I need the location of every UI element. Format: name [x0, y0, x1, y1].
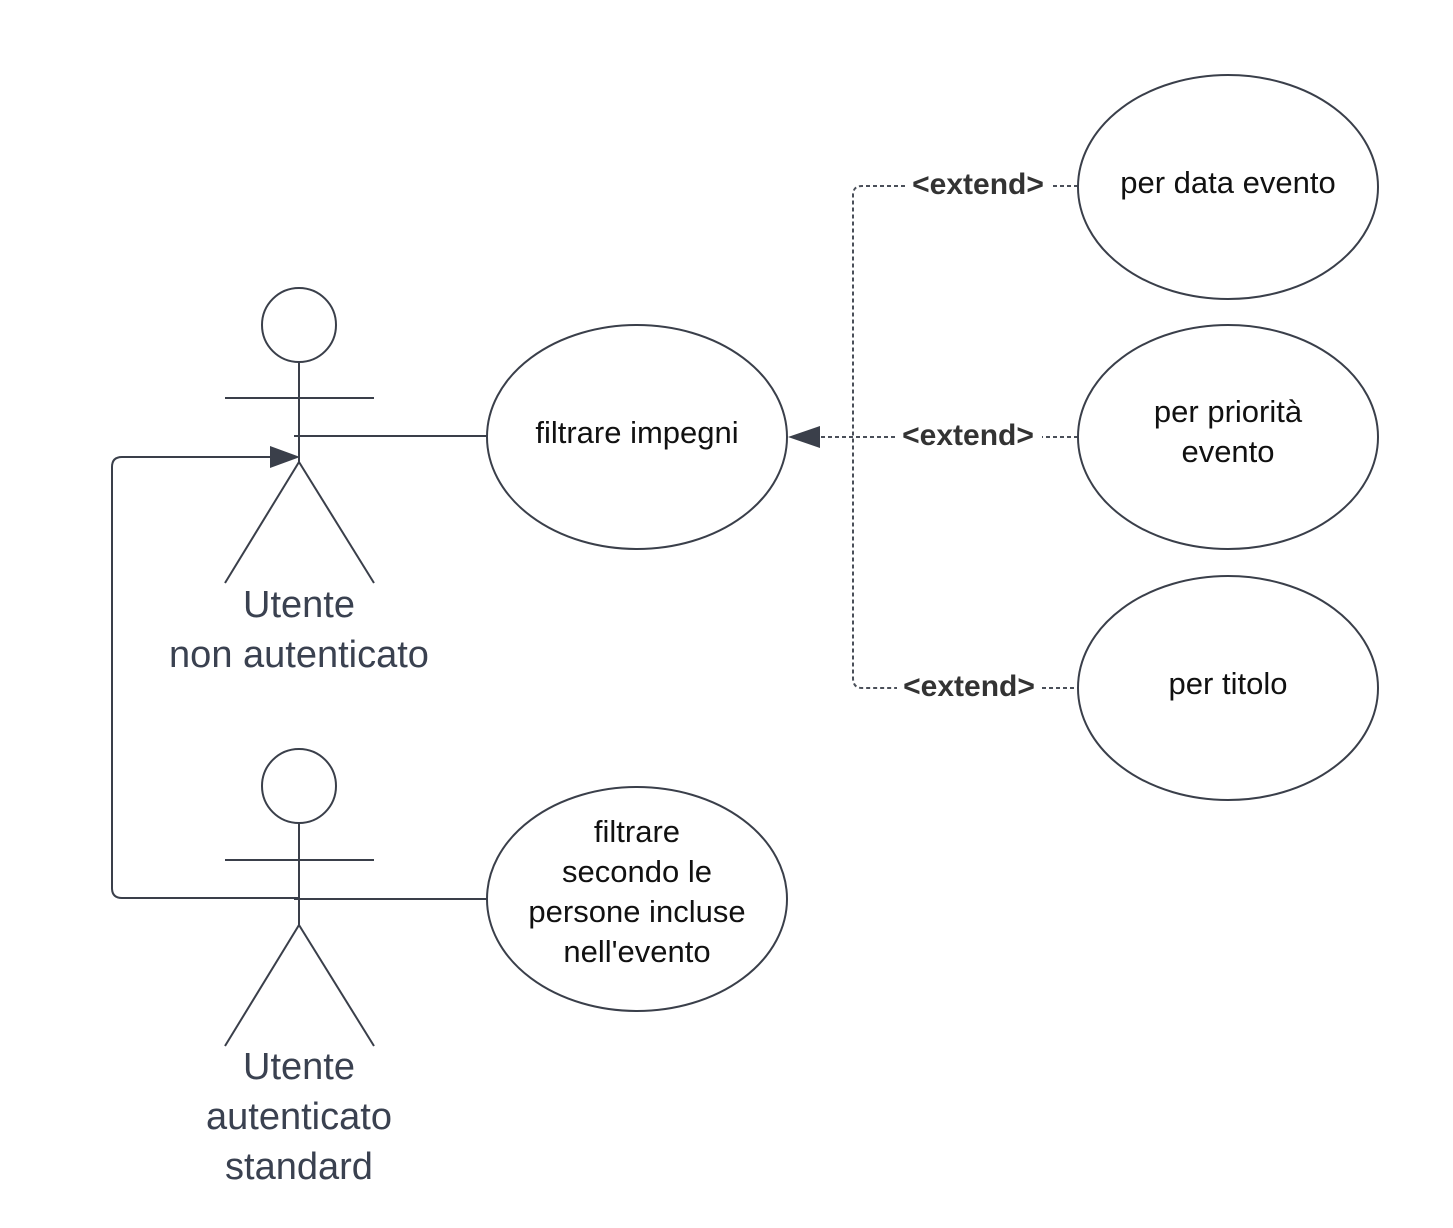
actor-label-line1: Utente — [243, 584, 355, 626]
actor-label-line1: Utente — [243, 1046, 355, 1088]
extend-label-titolo: <extend> — [903, 670, 1035, 703]
use-case-label: per titolo — [1169, 666, 1288, 701]
use-case-label: filtrare impegni — [535, 415, 738, 450]
use-case-label-line3: persone incluse — [528, 894, 745, 929]
generalization-arrowhead — [270, 446, 300, 468]
extend-label-data-evento: <extend> — [912, 168, 1044, 201]
use-case-per-data-evento: per data evento — [1077, 74, 1379, 300]
use-case-label-line1: per priorità — [1154, 394, 1303, 429]
actor-right-leg — [298, 461, 375, 584]
use-case-per-priorita-evento: per priorità evento — [1077, 324, 1379, 550]
use-case-label: per data evento — [1120, 165, 1335, 200]
use-case-label-line4: nell'evento — [563, 934, 710, 969]
use-case-filtrare-persone: filtrare secondo le persone incluse nell… — [486, 786, 788, 1012]
actor-non-autenticato: Utente non autenticato — [169, 287, 429, 676]
use-case-label-line2: evento — [1181, 434, 1274, 469]
use-case-label-line1: filtrare — [594, 814, 680, 849]
actor-left-leg — [224, 924, 300, 1047]
extend-label-priorita: <extend> — [902, 419, 1034, 452]
extend-line-data-evento — [852, 185, 1078, 689]
actor-right-leg — [298, 924, 375, 1047]
actor-label-line2: autenticato — [206, 1096, 392, 1138]
use-case-filtrare-impegni: filtrare impegni — [486, 324, 788, 550]
generalization-line — [111, 456, 300, 899]
actor-left-leg — [224, 461, 300, 584]
extend-arrowhead — [788, 426, 820, 448]
use-case-per-titolo: per titolo — [1077, 575, 1379, 801]
use-case-label-line2: secondo le — [562, 854, 712, 889]
actor-head — [261, 287, 337, 363]
actor-label-line3: standard — [225, 1146, 373, 1188]
actor-label-line2: non autenticato — [169, 634, 429, 676]
actor-autenticato-standard: Utente autenticato standard — [206, 748, 392, 1188]
actor-head — [261, 748, 337, 824]
